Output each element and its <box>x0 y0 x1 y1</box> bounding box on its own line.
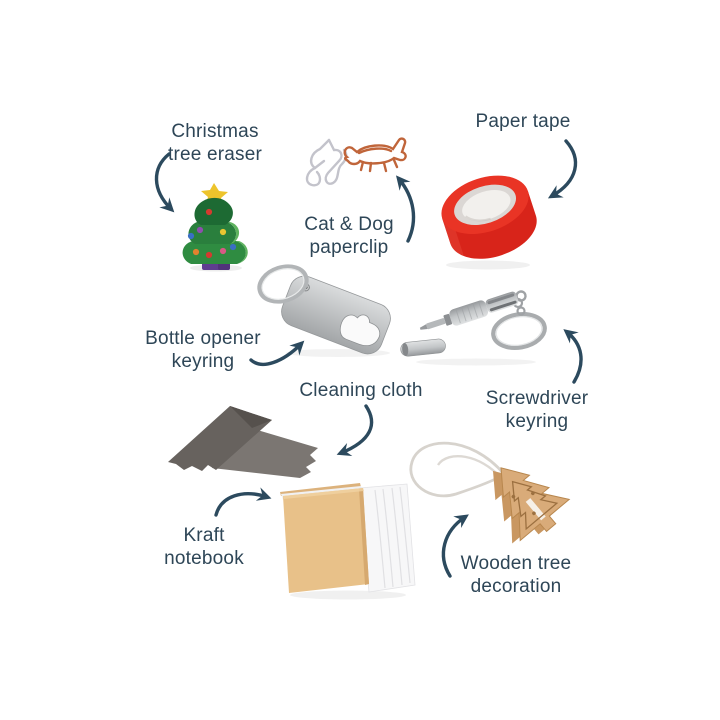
screwdriver-cap <box>400 338 446 357</box>
label-line: Christmas <box>171 121 259 142</box>
hanging-string <box>409 441 506 498</box>
label-line: Cat & Dog <box>304 214 394 235</box>
cleaning-cloth-image <box>168 406 318 478</box>
bottle-opener-keyring-image <box>257 264 391 357</box>
dog-paperclip-icon <box>343 137 407 173</box>
keyring-icon <box>257 264 309 304</box>
wooden-tree-decoration-image <box>409 441 571 544</box>
label-line: tree eraser <box>167 143 263 165</box>
label-line: notebook <box>164 547 244 569</box>
kraft-notebook-image <box>280 483 416 600</box>
label-cat-dog-paperclip: Cat & Dog paperclip <box>304 214 393 259</box>
keyring-icon <box>491 312 547 350</box>
label-line: Wooden tree <box>460 553 572 574</box>
arrow-to-cleaning-cloth <box>336 404 374 457</box>
label-christmas-tree-eraser: Christmas tree eraser <box>168 121 262 166</box>
label-kraft-notebook: Kraft notebook <box>164 525 244 570</box>
label-line: decoration <box>470 575 562 597</box>
arrow-to-kraft-notebook <box>214 487 272 517</box>
label-wooden-tree-decoration: Wooden tree decoration <box>461 553 572 598</box>
paper-tape-image <box>441 175 537 270</box>
label-line: Kraft <box>183 525 225 546</box>
label-line: keyring <box>171 350 235 372</box>
label-cleaning-cloth: Cleaning cloth <box>299 380 422 403</box>
label-line: Bottle opener <box>145 328 261 349</box>
label-line: Screwdriver <box>485 388 589 409</box>
label-line: paperclip <box>309 236 389 258</box>
screwdriver-icon <box>419 290 527 330</box>
arrow-to-paper-tape <box>547 139 578 199</box>
cat-dog-paperclip-image <box>305 137 407 187</box>
label-bottle-opener-keyring: Bottle opener keyring <box>145 328 261 373</box>
cat-paperclip-icon <box>305 138 348 187</box>
bottle-opener-cutout <box>339 314 381 347</box>
arrow-to-screwdriver-keyring <box>563 329 583 384</box>
label-screwdriver-keyring: Screwdriver keyring <box>486 388 589 433</box>
christmas-tree-eraser-image <box>182 183 248 272</box>
label-paper-tape: Paper tape <box>476 111 571 134</box>
screwdriver-keyring-image <box>400 290 547 366</box>
label-line: Cleaning cloth <box>299 380 423 401</box>
label-line: keyring <box>505 410 569 432</box>
label-line: Paper tape <box>475 111 571 132</box>
wooden-tree-icon <box>500 467 571 542</box>
